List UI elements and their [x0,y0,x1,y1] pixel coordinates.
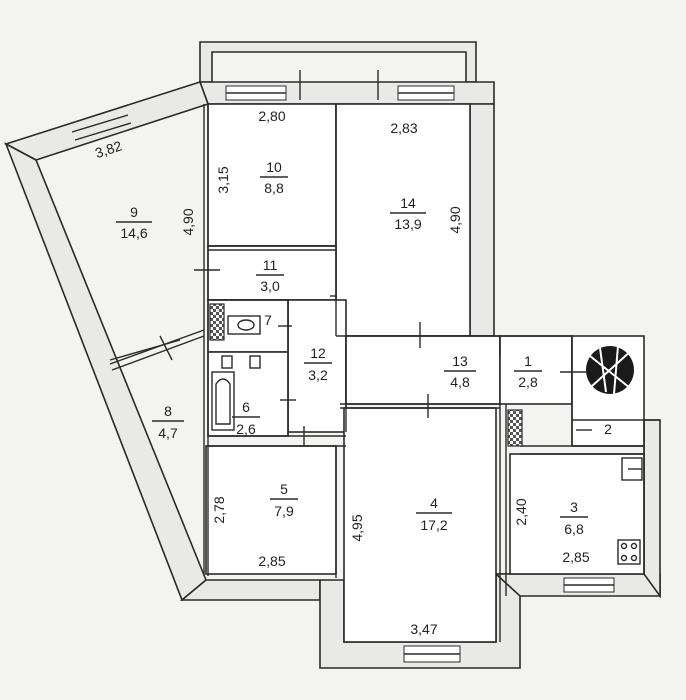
room-6: 6 2,6 [232,399,260,437]
dim-room4-width: 3,47 [410,621,437,637]
dim-room14-width: 2,83 [390,120,417,136]
room-9: 9 14,6 [116,204,152,241]
windows [71,85,615,663]
room-3: 3 6,8 [560,499,588,537]
svg-text:3,2: 3,2 [308,367,328,383]
redaction-scribble-icon [586,345,634,395]
svg-text:5: 5 [280,481,288,497]
dim-room10-height: 3,15 [215,166,231,193]
svg-text:9: 9 [130,204,138,220]
room-7: 7 [264,312,272,328]
svg-text:12: 12 [310,345,326,361]
svg-text:17,2: 17,2 [420,517,447,533]
room-8: 8 4,7 [152,403,184,441]
dim-room5-width: 2,85 [258,553,285,569]
svg-text:4: 4 [430,495,438,511]
svg-text:3,0: 3,0 [260,278,280,294]
room-5: 5 7,9 [270,481,298,519]
svg-text:2: 2 [604,421,612,437]
dim-room3-width: 2,85 [562,549,589,565]
svg-text:11: 11 [263,257,278,273]
room-1: 1 2,8 [514,353,542,390]
room-4: 4 17,2 [416,495,452,533]
dimension-labels: 2,80 2,83 3,82 3,15 4,90 4,90 2,78 2,8 5 … [93,108,590,637]
room-12: 12 3,2 [304,345,332,383]
dim-room14-height: 4,90 [447,206,463,233]
vent-shafts [209,303,523,447]
room-13: 13 4,8 [444,353,476,390]
svg-text:14,6: 14,6 [120,225,147,241]
svg-text:3: 3 [570,499,578,515]
svg-text:4,7: 4,7 [158,425,178,441]
room-11: 11 3,0 [256,257,284,294]
svg-text:1: 1 [524,353,532,369]
partitions [109,104,660,642]
svg-text:7: 7 [264,312,272,328]
sink-icon [221,355,261,369]
stove-icon [617,539,641,565]
svg-text:6,8: 6,8 [564,521,584,537]
svg-text:10: 10 [266,159,282,175]
dim-room5-height: 2,78 [211,496,227,523]
toilet-icon [227,315,261,335]
room-2: 2 [604,421,612,437]
room-10: 10 8,8 [260,159,288,196]
bathtub-icon [211,371,235,431]
room-floors [205,103,645,643]
fixtures [211,315,643,565]
svg-text:8,8: 8,8 [264,180,284,196]
dim-room4-height: 4,95 [349,514,365,541]
svg-text:8: 8 [164,403,172,419]
svg-text:13,9: 13,9 [394,216,421,232]
room-14: 14 13,9 [390,195,426,232]
svg-text:7,9: 7,9 [274,503,294,519]
kitchen-sink-icon [621,457,643,481]
dim-room9-width: 3,82 [93,137,124,161]
dim-room10-width: 2,80 [258,108,285,124]
svg-text:13: 13 [452,353,468,369]
svg-text:14: 14 [400,195,416,211]
svg-text:6: 6 [242,399,250,415]
window-room-9 [71,114,129,133]
svg-text:2,6: 2,6 [236,421,256,437]
room-labels: 9 14,6 10 8,8 14 13,9 11 3,0 7 12 3,2 [116,159,612,537]
svg-text:2,8: 2,8 [518,374,538,390]
dim-room3-height: 2,40 [513,498,529,525]
dim-room9-height: 4,90 [180,208,196,235]
svg-text:4,8: 4,8 [450,374,470,390]
